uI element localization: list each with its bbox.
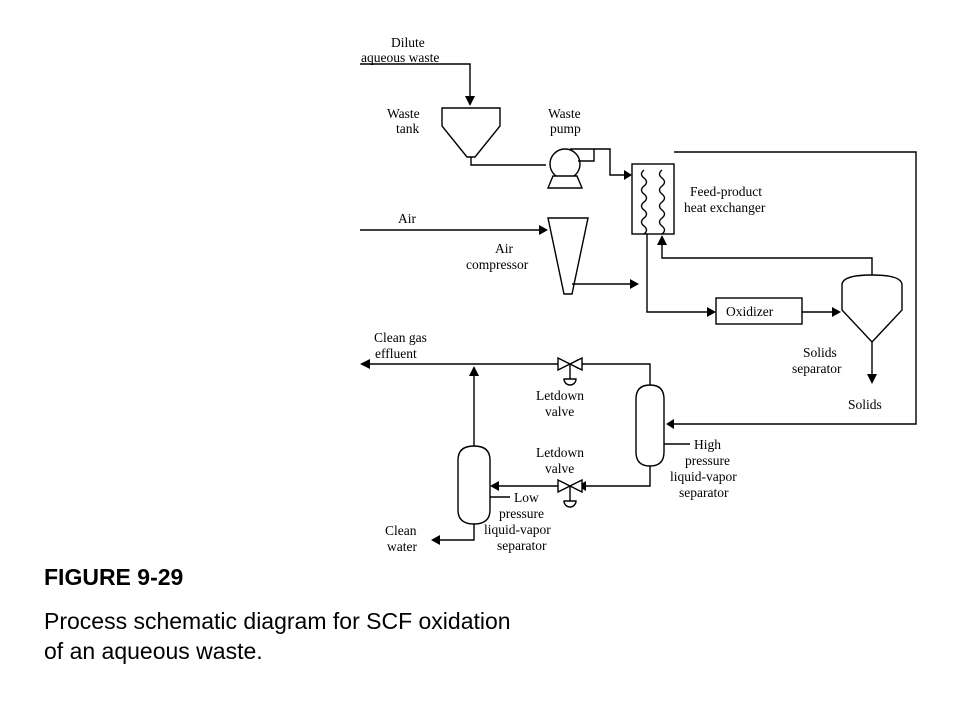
letdown-valve-top <box>557 356 583 386</box>
label-solids: Solids <box>848 397 882 412</box>
pump-to-exchanger-line <box>594 148 632 180</box>
oxidizer <box>715 297 803 325</box>
label-oxidizer: Oxidizer <box>726 304 774 319</box>
figure-description: Process schematic diagram for SCF oxidat… <box>44 608 511 664</box>
air-compressor <box>547 217 589 295</box>
solids-outlet-line <box>867 342 877 384</box>
figure-title: FIGURE 9-29 <box>44 564 184 590</box>
figure-caption: FIGURE 9-29 Process schematic diagram fo… <box>44 562 514 666</box>
air-feed-line <box>360 225 548 235</box>
bottom-valve-to-lp-line <box>490 481 558 491</box>
lp-to-gas-line <box>469 366 479 446</box>
solids-separator <box>841 274 903 344</box>
oxidizer-to-separator-line <box>802 307 841 317</box>
high-pressure-separator <box>635 384 665 467</box>
feed-product-heat-exchanger <box>631 163 675 235</box>
exchanger-to-oxidizer-line <box>646 234 716 317</box>
label-air: Air <box>398 211 417 226</box>
waste-tank <box>441 107 501 158</box>
clean-water-outlet-line <box>431 524 475 545</box>
separator-to-exchanger-return-line <box>657 235 873 275</box>
clean-gas-effluent-line <box>360 359 558 369</box>
compressor-to-feed-line <box>572 279 639 289</box>
tank-to-pump-line <box>470 157 546 166</box>
low-pressure-separator <box>457 445 491 525</box>
letdown-valve-bottom <box>557 478 583 508</box>
dilute-waste-feed-line <box>360 63 475 106</box>
waste-pump <box>546 148 595 189</box>
hp-to-bottom-valve-line <box>578 466 651 491</box>
exchanger-to-hp-separator-line <box>666 151 917 429</box>
